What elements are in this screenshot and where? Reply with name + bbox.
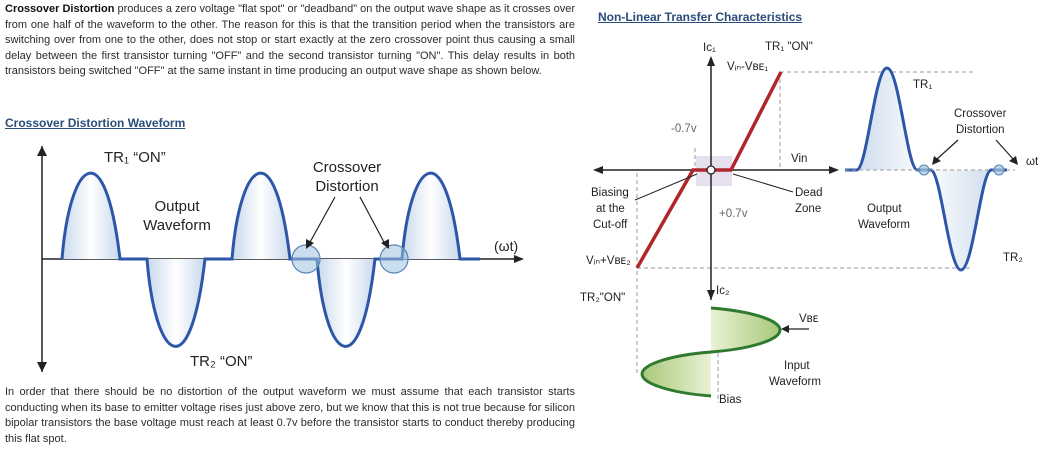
out-output-label-1: Output xyxy=(867,203,902,215)
crossover-label-2: Distortion xyxy=(315,178,378,195)
left-figure-heading[interactable]: Crossover Distortion Waveform xyxy=(5,116,186,130)
intro-text: produces a zero voltage "flat spot" or "… xyxy=(5,3,575,78)
tr1-on-label: TR₁ “ON” xyxy=(104,149,166,166)
out-omega-t-label: ωt xyxy=(1026,156,1039,168)
output-waveform-label-1: Output xyxy=(154,198,200,215)
vin-plus-vbe2-label: Vᵢₙ+Vʙᴇ₂ xyxy=(586,255,631,267)
out-output-label-2: Waveform xyxy=(858,219,910,231)
ic1-label: Ic₁ xyxy=(703,42,716,54)
right-figure-heading[interactable]: Non-Linear Transfer Characteristics xyxy=(598,10,803,24)
crossover-circle xyxy=(291,244,321,274)
crossover-label-1: Crossover xyxy=(313,159,381,176)
dead-zone-label-1: Dead xyxy=(795,187,823,199)
out-crossover-label-1: Crossover xyxy=(954,108,1007,120)
input-waveform-label-1: Input xyxy=(784,360,810,372)
conclusion-paragraph: In order that there should be no distort… xyxy=(5,386,575,445)
tr2-on-label: TR₂ “ON” xyxy=(190,353,252,370)
crossover-waveform-figure: TR₁ “ON” TR₂ “ON” Output Waveform Crosso… xyxy=(37,146,524,372)
ic2-label: Ic₂ xyxy=(716,285,729,297)
crossover-circle xyxy=(379,244,409,274)
plus-07v-label: +0.7v xyxy=(719,208,748,220)
omega-t-label: (ωt) xyxy=(494,238,518,254)
out-crossover-label-2: Distortion xyxy=(956,124,1005,136)
tr1-on-label: TR₁ "ON" xyxy=(765,41,813,53)
biasing-label-1: Biasing xyxy=(591,187,629,199)
out-tr2-label: TR₂ xyxy=(1003,252,1023,264)
intro-paragraph: Crossover Distortion produces a zero vol… xyxy=(5,2,575,80)
distorted-output-wave xyxy=(60,171,480,348)
tr2-on-label: TR₂"ON" xyxy=(580,292,625,304)
input-waveform-label-2: Waveform xyxy=(769,376,821,388)
origin-point xyxy=(706,165,716,175)
vin-label: Vin xyxy=(791,153,807,165)
input-waveform xyxy=(640,306,782,398)
biasing-label-2: at the xyxy=(596,203,625,215)
vin-minus-vbe1-label: Vᵢₙ-Vʙᴇ₁ xyxy=(727,61,768,73)
minus-07v-label: -0.7v xyxy=(671,123,697,135)
out-tr1-label: TR₁ xyxy=(913,79,932,91)
transfer-characteristics-figure: Ic₁ TR₁ "ON" Vᵢₙ-Vʙᴇ₁ -0.7v +0.7v Vin De… xyxy=(580,41,1039,406)
bias-label: Bias xyxy=(719,394,742,406)
vbe-label: Vʙᴇ xyxy=(799,313,819,325)
output-waveform-label-2: Waveform xyxy=(143,217,211,234)
intro-term: Crossover Distortion xyxy=(5,3,115,15)
dead-zone-label-2: Zone xyxy=(795,203,821,215)
biasing-label-3: Cut-off xyxy=(593,219,628,231)
